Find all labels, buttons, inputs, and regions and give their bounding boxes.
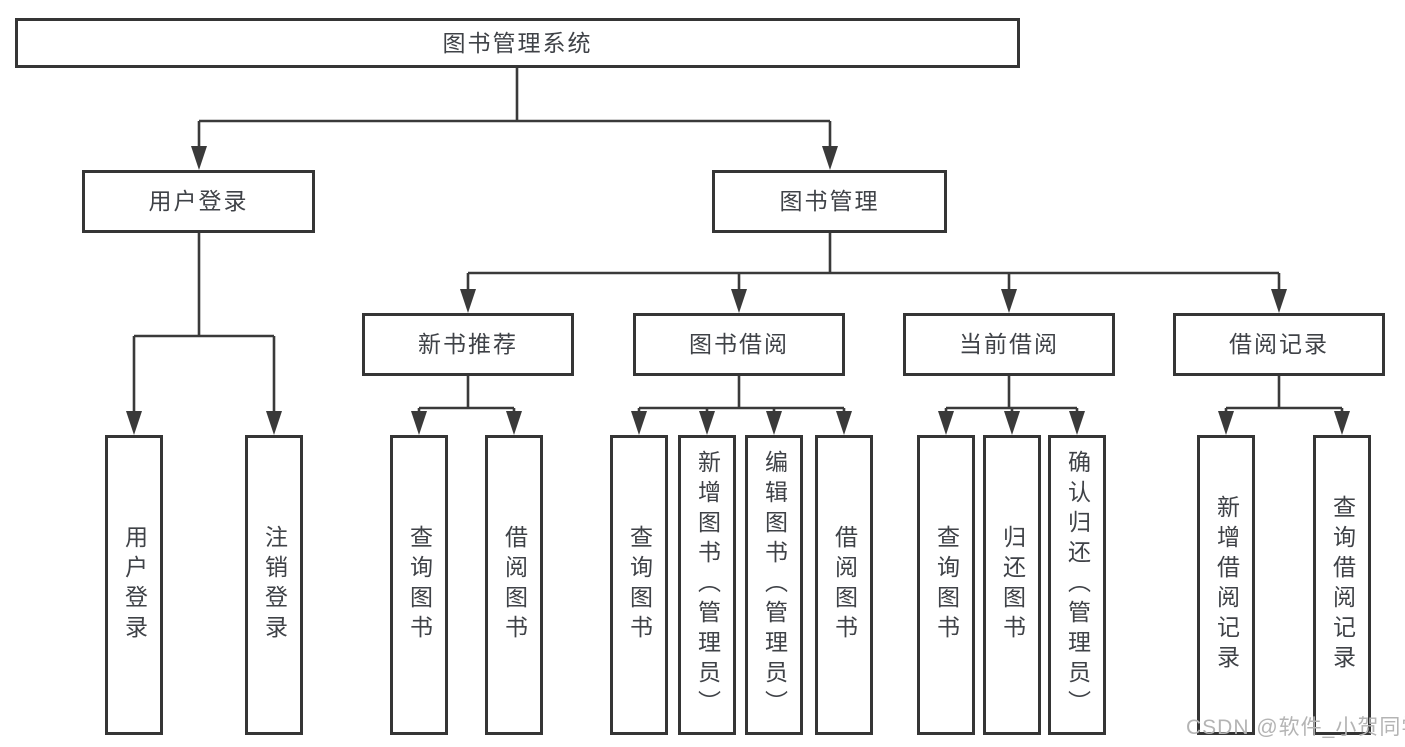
arrowhead [1271, 289, 1287, 313]
node-label: 借阅记录 [1229, 331, 1329, 357]
node-leaf-return-books: 归还图书 [983, 435, 1041, 735]
arrowhead [1334, 411, 1350, 435]
node-label: 图书管理系统 [442, 29, 593, 56]
node-label: 新增借阅记录 [1213, 495, 1240, 675]
node-label: 查询图书 [626, 525, 653, 645]
node-label: 当前借阅 [959, 331, 1059, 357]
arrowhead [1069, 411, 1085, 435]
node-leaf-borrow-books-recommend: 借阅图书 [485, 435, 543, 735]
node-current-borrowing: 当前借阅 [903, 313, 1115, 376]
node-label: 图书借阅 [689, 331, 789, 357]
csdn-watermark: CSDN @软件_小贺同学 [1186, 716, 1405, 739]
node-leaf-query-books-recommend: 查询图书 [390, 435, 448, 735]
arrowhead [731, 289, 747, 313]
node-leaf-logout: 注销登录 [245, 435, 303, 735]
node-leaf-query-books-current: 查询图书 [917, 435, 975, 735]
arrowhead [631, 411, 647, 435]
arrowhead [822, 146, 838, 170]
node-label: 图书管理 [779, 188, 880, 214]
arrowhead [1001, 289, 1017, 313]
node-borrowing-records: 借阅记录 [1173, 313, 1385, 376]
node-leaf-add-borrow-record: 新增借阅记录 [1197, 435, 1255, 735]
arrowhead [506, 411, 522, 435]
arrowhead [766, 411, 782, 435]
arrowhead [126, 411, 142, 435]
node-label: 查询图书 [933, 525, 960, 645]
node-leaf-edit-book-admin: 编辑图书（管理员） [745, 435, 803, 735]
node-label: 用户登录 [121, 525, 148, 645]
node-label: 新书推荐 [418, 331, 518, 357]
arrowhead [266, 411, 282, 435]
node-label: 查询图书 [406, 525, 433, 645]
arrowhead [1218, 411, 1234, 435]
node-label: 查询借阅记录 [1329, 495, 1356, 675]
arrowhead [699, 411, 715, 435]
node-leaf-query-books-borrow: 查询图书 [610, 435, 668, 735]
node-leaf-borrow-books: 借阅图书 [815, 435, 873, 735]
arrowhead [191, 146, 207, 170]
node-label: 用户登录 [148, 188, 249, 214]
node-leaf-query-borrow-record: 查询借阅记录 [1313, 435, 1371, 735]
node-user-login: 用户登录 [82, 170, 315, 233]
node-label: 借阅图书 [501, 525, 528, 645]
node-leaf-confirm-return-admin: 确认归还（管理员） [1048, 435, 1106, 735]
node-label: 归还图书 [999, 525, 1026, 645]
node-leaf-add-book-admin: 新增图书（管理员） [678, 435, 736, 735]
arrowhead [938, 411, 954, 435]
node-label: 新增图书（管理员） [694, 450, 721, 720]
arrowhead [460, 289, 476, 313]
node-label: 借阅图书 [831, 525, 858, 645]
arrowhead [411, 411, 427, 435]
node-label: 注销登录 [261, 525, 288, 645]
node-label: 编辑图书（管理员） [761, 450, 788, 720]
node-book-borrowing: 图书借阅 [633, 313, 845, 376]
arrowhead [1004, 411, 1020, 435]
node-library-management-system: 图书管理系统 [15, 18, 1020, 68]
node-label: 确认归还（管理员） [1064, 450, 1091, 720]
node-leaf-user-login: 用户登录 [105, 435, 163, 735]
node-new-book-recommendation: 新书推荐 [362, 313, 574, 376]
node-book-management: 图书管理 [712, 170, 947, 233]
arrowhead [836, 411, 852, 435]
